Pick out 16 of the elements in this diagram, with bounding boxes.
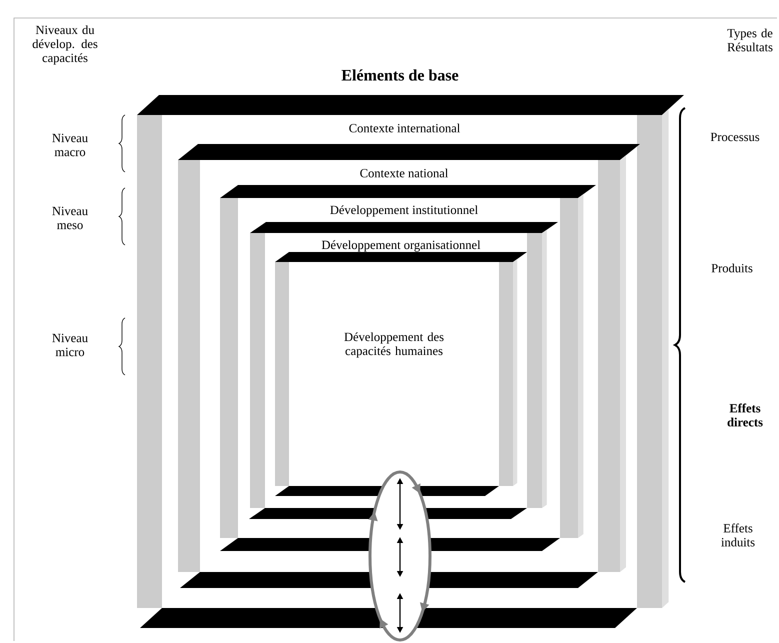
node-label: Contexte international — [349, 124, 460, 132]
node-label: Contexte national — [360, 168, 448, 178]
level-label: Processus — [710, 132, 760, 142]
level-label: Produits — [712, 264, 752, 272]
title: Eléments de base — [342, 69, 458, 81]
level-label: Types de Résultats — [727, 28, 772, 52]
level-label: Niveaux du dévelop. des capacités — [32, 25, 98, 65]
level-label: Niveau micro — [52, 334, 88, 356]
level-label: Effets directs — [728, 404, 763, 426]
node-label: Développement organisationnel — [322, 240, 480, 252]
node-label: Développement institutionnel — [330, 205, 478, 217]
level-label: Niveau macro — [52, 134, 88, 156]
level-label: Niveau meso — [52, 206, 88, 230]
frame: Développement des capacités humaines — [275, 252, 527, 496]
level-label: Effets induits — [721, 524, 755, 546]
node-label: Développement des capacités humaines — [344, 332, 444, 358]
